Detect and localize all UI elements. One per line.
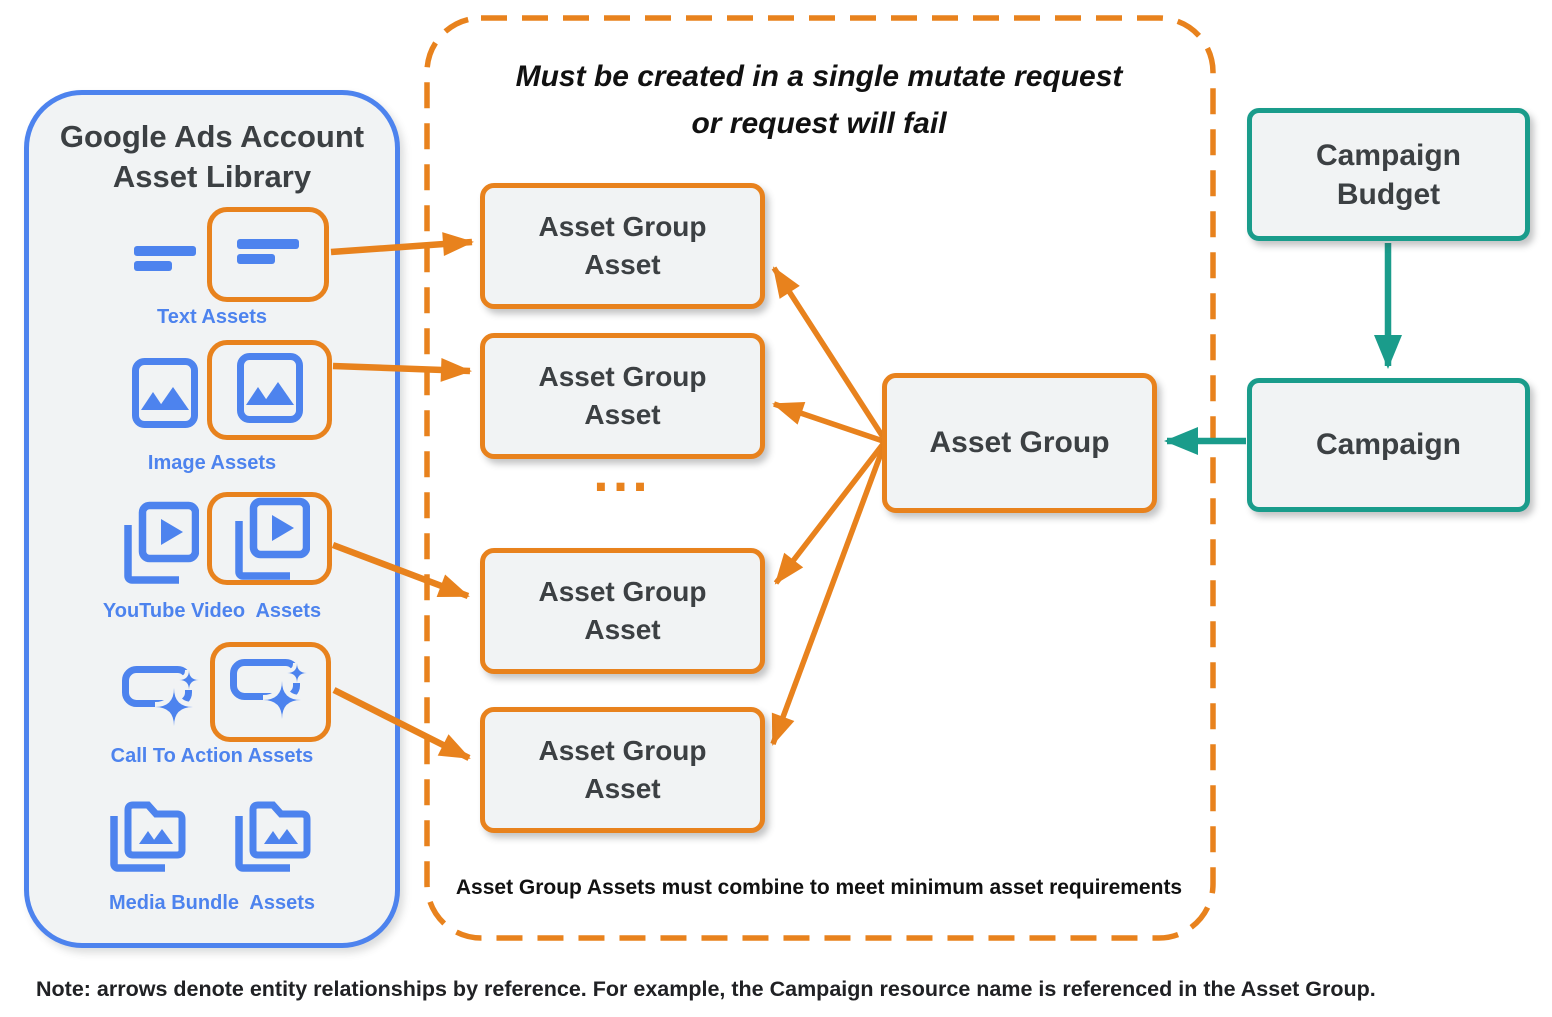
campaign-budget-box: Campaign Budget (1247, 108, 1530, 241)
asset-library-panel: Google Ads Account Asset Library Text As… (24, 90, 400, 948)
image-assets-label: Image Assets (147, 452, 277, 474)
youtube-video-assets-label: YouTube Video Assets (102, 600, 322, 622)
arrow-asset-group-to-asset-group-asset-1 (771, 266, 886, 439)
campaign-box: Campaign (1247, 378, 1530, 512)
media-bundle-asset-icon (230, 792, 326, 874)
asset-library-title-line2: Asset Library (112, 159, 312, 194)
call-to-action-assets-label: Call To Action Assets (110, 745, 314, 767)
image-asset-icon (132, 358, 198, 428)
text-asset-icon (237, 238, 299, 271)
selected-text-asset-highlight (207, 207, 329, 302)
mutate-request-title: Must be created in a single mutate reque… (424, 53, 1214, 147)
selected-image-asset-highlight (207, 340, 332, 440)
arrow-asset-group-to-asset-group-asset-4 (770, 447, 886, 746)
mutate-request-title-line1: Must be created in a single mutate reque… (515, 60, 1123, 93)
selected-call-to-action-asset-highlight (210, 642, 331, 742)
asset-group-asset-box-3: Asset Group Asset (480, 548, 765, 674)
image-asset-icon (236, 352, 303, 428)
call-to-action-asset-icon (122, 660, 204, 734)
media-bundle-asset-icon (105, 792, 201, 874)
more-asset-group-assets-ellipsis: ... (593, 440, 652, 503)
asset-group-asset-box-4: Asset Group Asset (480, 707, 765, 833)
arrow-asset-group-to-asset-group-asset-3 (773, 442, 886, 585)
call-to-action-asset-icon (229, 653, 312, 732)
arrow-asset-group-to-asset-group-asset-2 (772, 401, 884, 444)
asset-group-box: Asset Group (882, 373, 1157, 513)
asset-group-asset-box-1: Asset Group Asset (480, 183, 765, 309)
media-bundle-assets-label: Media Bundle Assets (109, 892, 315, 914)
asset-library-title-line1: Google Ads Account (59, 119, 365, 154)
mutate-request-title-line2: or request will fail (691, 107, 947, 140)
asset-requirements-footnote: Asset Group Assets must combine to meet … (455, 876, 1183, 899)
asset-library-title: Google Ads Account Asset Library (29, 117, 395, 197)
text-asset-icon (134, 245, 196, 273)
youtube-video-asset-icon (119, 500, 199, 586)
reference-note: Note: arrows denote entity relationships… (36, 977, 1376, 1001)
youtube-video-asset-icon (230, 490, 310, 587)
text-assets-label: Text Assets (156, 306, 268, 328)
selected-youtube-video-asset-highlight (207, 492, 332, 585)
